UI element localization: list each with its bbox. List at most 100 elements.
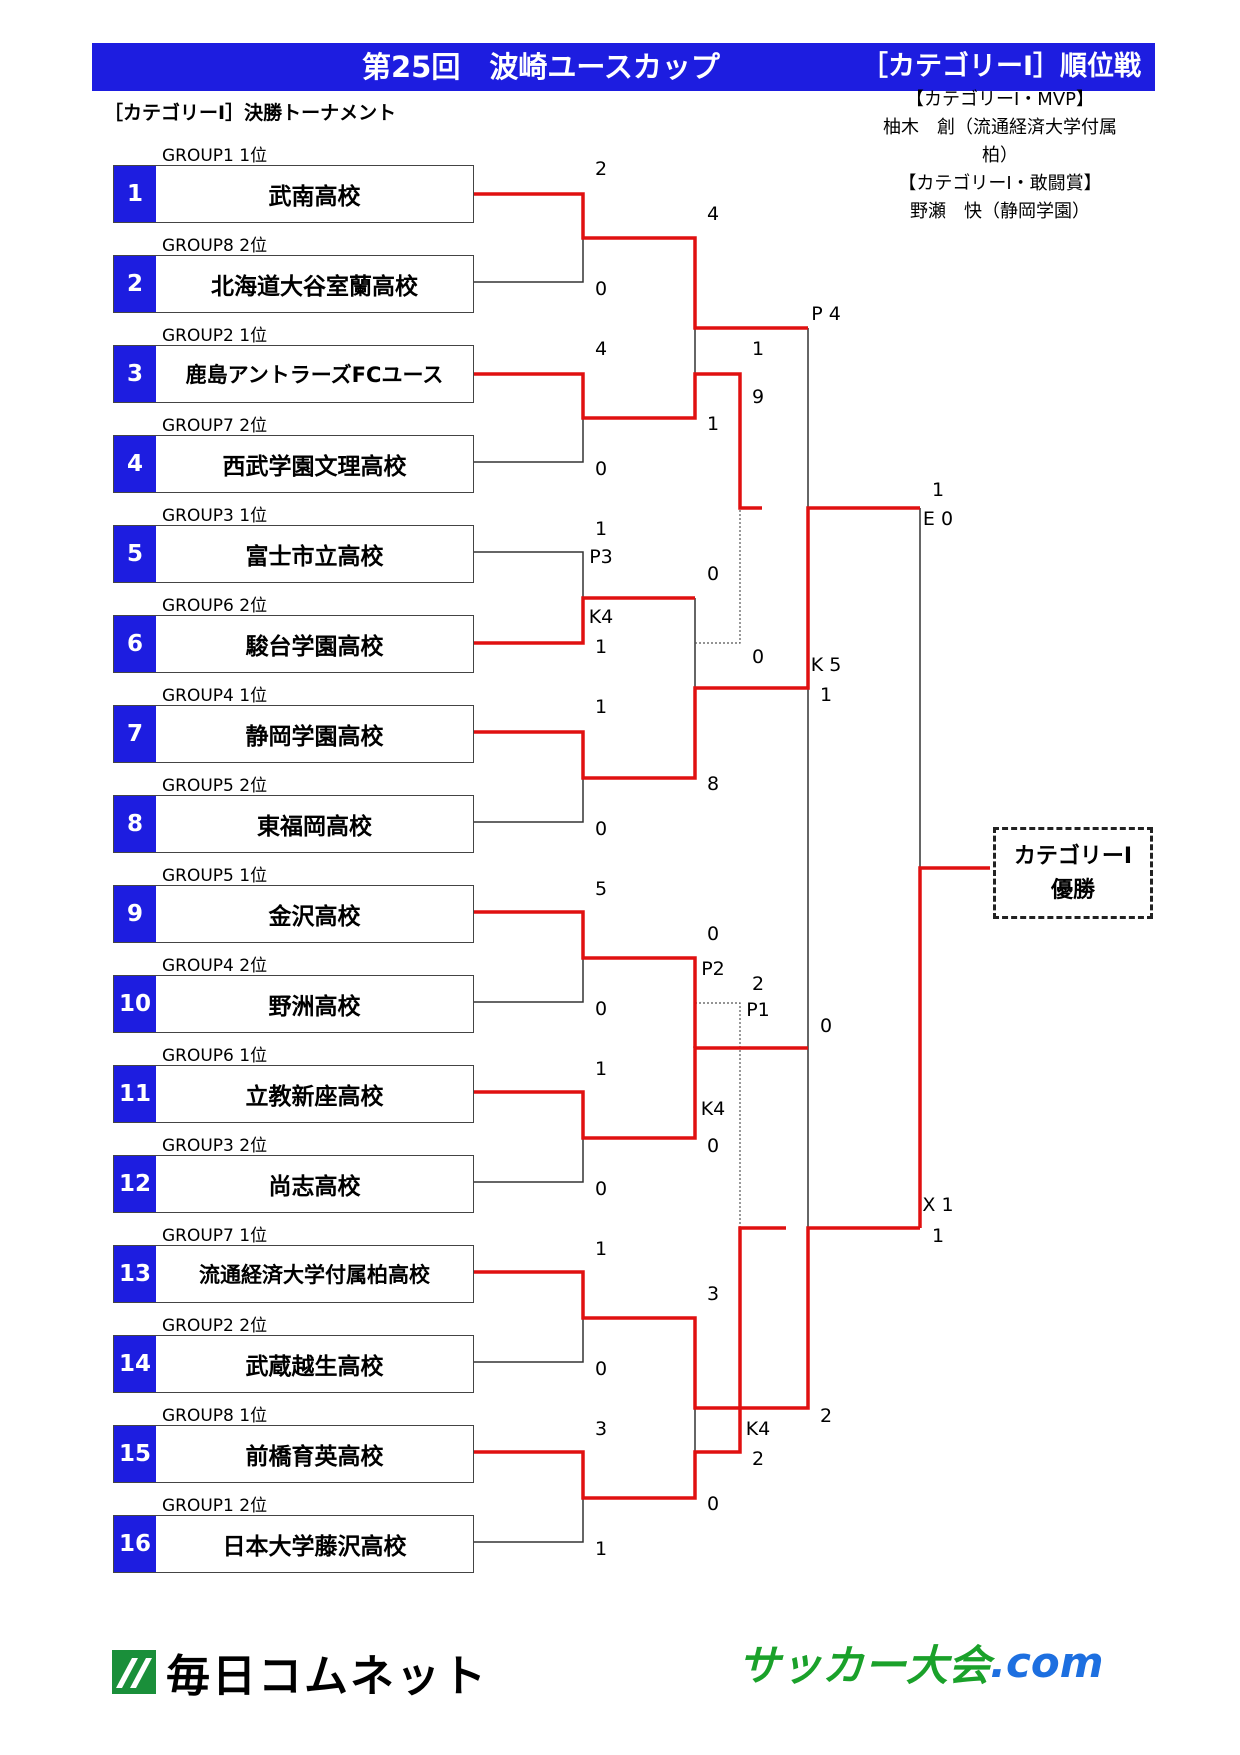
seed-number: 8: [114, 796, 156, 852]
team-name: 野洲高校: [268, 994, 361, 1020]
group-label: GROUP1 2位: [162, 1496, 268, 1516]
score-label: K 5: [810, 654, 842, 676]
score-label: 1: [594, 1538, 608, 1560]
seed-number: 7: [114, 706, 156, 762]
group-label: GROUP2 2位: [162, 1316, 268, 1336]
team-name: 富士市立高校: [245, 544, 384, 570]
score-label: 1: [594, 1058, 608, 1080]
mainichi-logo-icon: [112, 1650, 156, 1694]
team-row: 15 前橋育英高校: [113, 1425, 474, 1483]
score-label: P1: [746, 999, 770, 1021]
seed-number: 15: [114, 1426, 156, 1482]
score-label: P 4: [811, 303, 841, 325]
score-label: K4: [745, 1418, 771, 1440]
seed-number: 12: [114, 1156, 156, 1212]
score-label: 5: [594, 878, 608, 900]
seed-number: 13: [114, 1246, 156, 1302]
score-label: 1: [931, 1225, 945, 1247]
score-label: 1: [819, 684, 833, 706]
tournament-subtitle: ［カテゴリーⅠ］決勝トーナメント: [104, 102, 397, 124]
team-row: 7 静岡学園高校: [113, 705, 474, 763]
group-label: GROUP4 2位: [162, 956, 268, 976]
group-label: GROUP5 2位: [162, 776, 268, 796]
team-name: 東福岡高校: [257, 814, 372, 840]
title-banner: 第25回 波崎ユースカップ ［カテゴリーⅠ］順位戦: [92, 43, 1155, 91]
team-row: 2 北海道大谷室蘭高校: [113, 255, 474, 313]
team-name: 流通経済大学付属柏高校: [199, 1263, 430, 1287]
seed-number: 10: [114, 976, 156, 1032]
score-label: 0: [594, 1358, 608, 1380]
score-label: 8: [706, 773, 720, 795]
score-label: 0: [594, 278, 608, 300]
score-label: 3: [594, 1418, 608, 1440]
score-label: 1: [594, 1238, 608, 1260]
group-label: GROUP3 1位: [162, 506, 268, 526]
team-row: 8 東福岡高校: [113, 795, 474, 853]
score-label: 9: [751, 386, 765, 408]
group-label: GROUP8 1位: [162, 1406, 268, 1426]
page-title: 第25回 波崎ユースカップ: [362, 50, 720, 84]
awards-block: 【カテゴリーⅠ・MVP】 柚木 創（流通経済大学付属柏） 【カテゴリーⅠ・敢闘賞…: [870, 86, 1130, 226]
team-name: 北海道大谷室蘭高校: [211, 274, 418, 300]
mainichi-logo-text: 毎日コムネット: [166, 1651, 488, 1702]
seed-number: 4: [114, 436, 156, 492]
soccer-taikai-logo: サッカー大会 .com: [738, 1632, 1104, 1693]
team-name: 武南高校: [268, 184, 361, 210]
score-label: 2: [594, 158, 608, 180]
score-label: 3: [706, 1283, 720, 1305]
score-label: 0: [706, 1493, 720, 1515]
mvp-label: 【カテゴリーⅠ・MVP】: [905, 89, 1094, 110]
seed-number: 2: [114, 256, 156, 312]
group-label: GROUP2 1位: [162, 326, 268, 346]
team-name: 金沢高校: [268, 904, 361, 930]
category-title: ［カテゴリーⅠ］順位戦: [860, 51, 1141, 82]
soccer-logo-com: .com: [990, 1638, 1104, 1687]
score-label: 2: [751, 973, 765, 995]
score-label: 1: [751, 338, 765, 360]
score-label: 0: [706, 923, 720, 945]
seed-number: 16: [114, 1516, 156, 1572]
group-label: GROUP7 1位: [162, 1226, 268, 1246]
team-row: 12 尚志高校: [113, 1155, 474, 1213]
team-name: 鹿島アントラーズFCユース: [185, 363, 444, 387]
team-name: 尚志高校: [268, 1174, 361, 1200]
group-label: GROUP5 1位: [162, 866, 268, 886]
score-label: 1: [594, 518, 608, 540]
score-label: 1: [594, 636, 608, 658]
soccer-logo-text: サッカー大会: [738, 1641, 991, 1690]
group-label: GROUP4 1位: [162, 686, 268, 706]
score-label: 0: [594, 998, 608, 1020]
team-row: 1 武南高校: [113, 165, 474, 223]
score-label: K4: [700, 1098, 726, 1120]
mainichi-logo: 毎日コムネット: [112, 1640, 488, 1704]
team-name: 駿台学園高校: [245, 634, 384, 660]
seed-number: 3: [114, 346, 156, 402]
group-label: GROUP7 2位: [162, 416, 268, 436]
team-name: 前橋育英高校: [245, 1444, 384, 1470]
score-label: E 0: [922, 508, 954, 530]
fight-label: 【カテゴリーⅠ・敢闘賞】: [898, 173, 1102, 194]
mvp-name: 柚木 創（流通経済大学付属柏）: [883, 117, 1117, 166]
score-label: 0: [594, 1178, 608, 1200]
score-label: 4: [706, 203, 720, 225]
score-label: 0: [706, 563, 720, 585]
score-label: 1: [594, 696, 608, 718]
team-row: 9 金沢高校: [113, 885, 474, 943]
seed-number: 1: [114, 166, 156, 222]
score-label: 4: [594, 338, 608, 360]
seed-number: 5: [114, 526, 156, 582]
team-name: 静岡学園高校: [245, 724, 384, 750]
team-name: 立教新座高校: [245, 1084, 384, 1110]
score-label: 0: [594, 818, 608, 840]
team-row: 13 流通経済大学付属柏高校: [113, 1245, 474, 1303]
score-label: 1: [931, 479, 945, 501]
seed-number: 11: [114, 1066, 156, 1122]
seed-number: 9: [114, 886, 156, 942]
group-label: GROUP8 2位: [162, 236, 268, 256]
team-name: 武蔵越生高校: [245, 1354, 384, 1380]
fight-name: 野瀬 快（静岡学園）: [910, 201, 1090, 222]
